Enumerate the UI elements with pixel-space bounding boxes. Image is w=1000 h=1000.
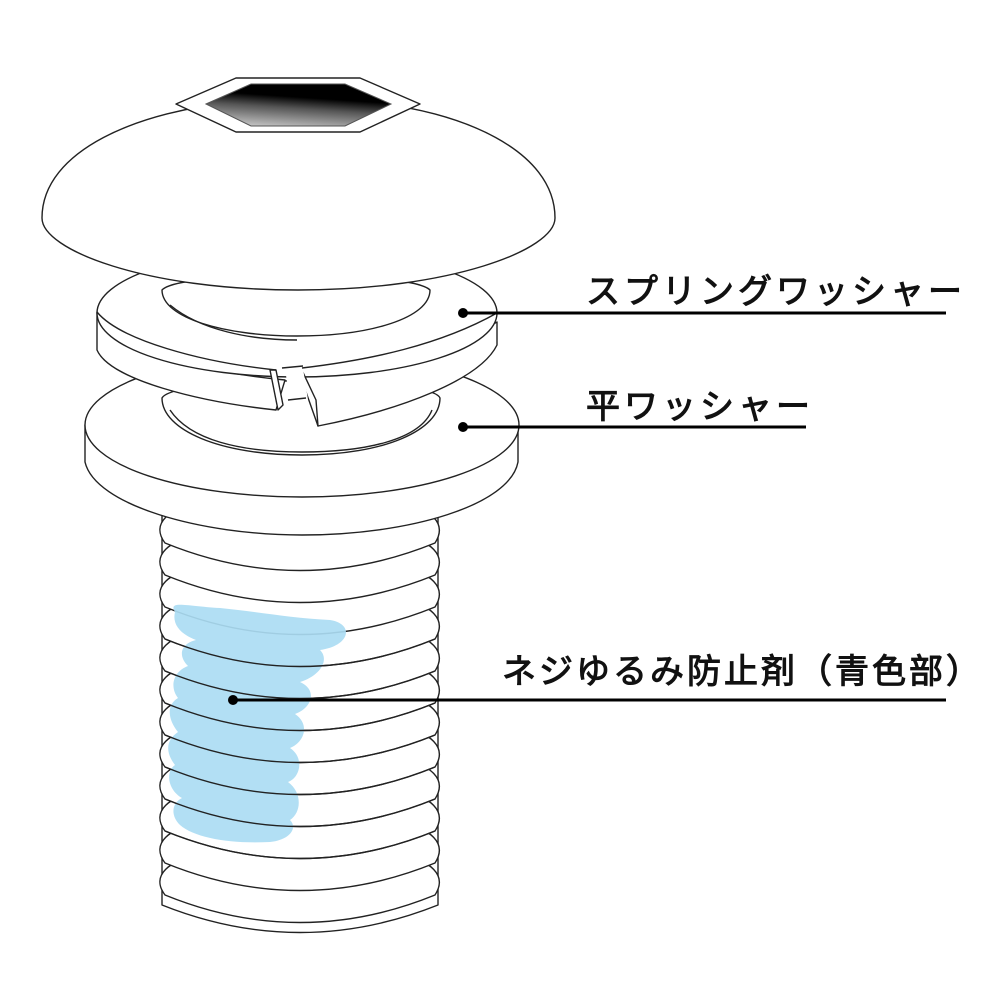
bolt-shank [159,492,440,934]
hex-socket-icon [204,83,393,127]
flat-washer-label: 平ワッシャー [586,387,814,427]
thread-lines-over-blue [164,638,436,860]
spring-washer-label: スプリングワッシャー [586,272,966,312]
leader-line-spring-washer [458,308,946,318]
leader-line-threadlocker [228,695,946,705]
leader-line-flat-washer [458,422,806,432]
threadlocker-label: ネジゆるみ防止剤（青色部） [502,652,983,692]
bolt-head [41,77,556,291]
